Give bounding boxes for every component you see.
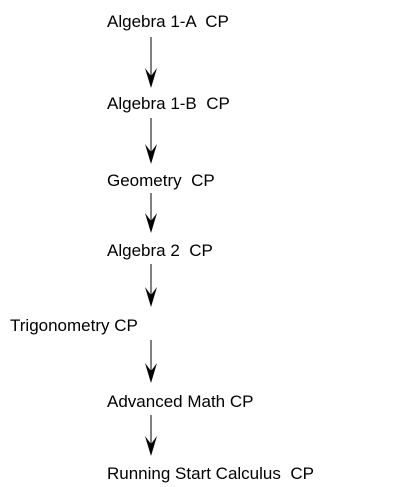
node-advanced-math: Advanced Math CP (107, 392, 254, 411)
arrow-5 (145, 340, 157, 383)
node-running-start-calculus: Running Start Calculus CP (107, 464, 314, 483)
node-algebra-1a: Algebra 1-A CP (107, 12, 229, 31)
node-algebra-2: Algebra 2 CP (107, 241, 213, 260)
node-algebra-1b: Algebra 1-B CP (107, 94, 230, 113)
node-trigonometry: Trigonometry CP (10, 316, 138, 335)
node-geometry: Geometry CP (107, 171, 215, 190)
arrow-4 (145, 264, 157, 307)
arrow-2 (145, 118, 157, 164)
arrow-1 (145, 37, 157, 88)
arrow-3 (145, 193, 157, 233)
arrow-6 (145, 415, 157, 456)
